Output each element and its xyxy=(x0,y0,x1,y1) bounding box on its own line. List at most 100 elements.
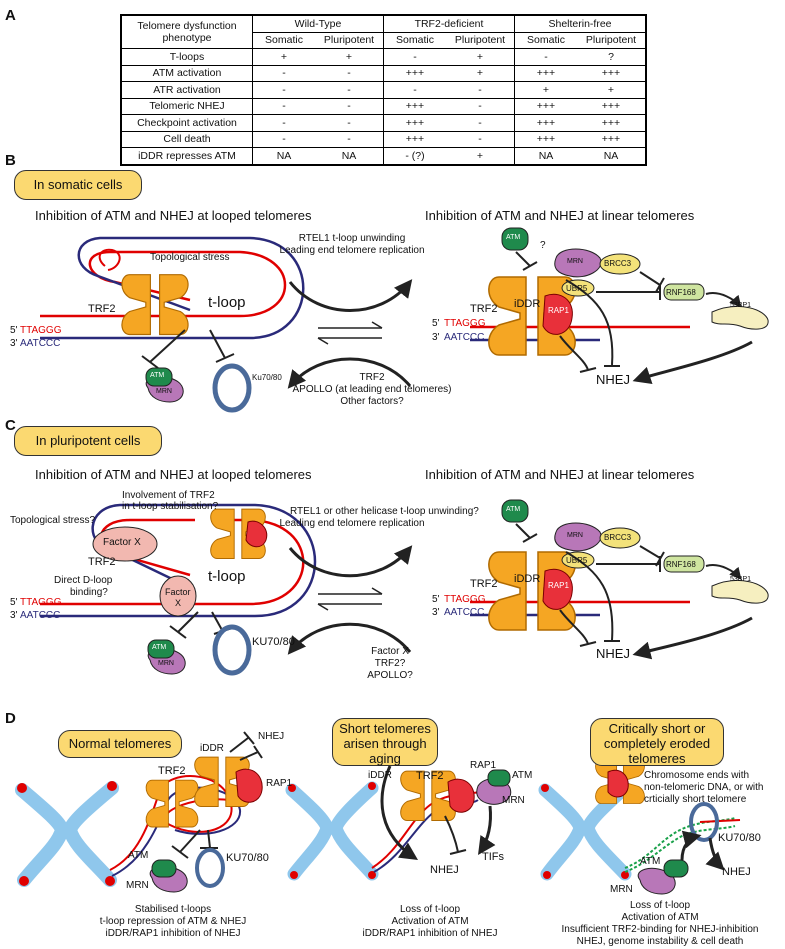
atm-label-c: ATM xyxy=(152,644,167,651)
row-label: Cell death xyxy=(120,130,253,148)
telomere-blue-strand xyxy=(40,236,305,340)
table-cell: +++ xyxy=(577,97,647,115)
table-cell: +++ xyxy=(514,97,577,115)
dloop-label-2: binding? xyxy=(70,587,108,598)
group-header: Wild-Type xyxy=(252,14,384,33)
table-cell: - xyxy=(383,48,446,65)
group-header: TRF2-deficient xyxy=(383,14,515,33)
trf2-label-d1: TRF2 xyxy=(158,765,186,777)
chromosome-ends-label: Chromosome ends with non-telomeric DNA, … xyxy=(644,770,763,806)
table-cell: - xyxy=(514,48,577,65)
row-label: ATR activation xyxy=(120,81,253,98)
table-cell: NA xyxy=(577,147,647,166)
table-cell: NA xyxy=(252,147,315,166)
table-cell: - xyxy=(252,114,315,131)
cap3-line3: Insufficient TRF2-binding for NHEJ-inhib… xyxy=(561,924,759,935)
nhej-label: NHEJ xyxy=(596,372,630,387)
nhej-label-d2: NHEJ xyxy=(430,864,459,876)
ku-label-d3: KU70/80 xyxy=(718,832,761,844)
table-cell: - xyxy=(252,97,315,115)
pill3-line3: telomeres xyxy=(628,751,686,766)
ubr5-label: UBR5 xyxy=(566,284,588,293)
pluripotent-cells-label: In pluripotent cells xyxy=(14,426,162,456)
table-cell: - xyxy=(252,64,315,82)
table-cell: + xyxy=(252,48,315,65)
table-cell: +++ xyxy=(514,64,577,82)
trf2-label-linear: TRF2 xyxy=(470,303,498,315)
telomere-red-strand xyxy=(40,250,287,318)
sub-header: Somatic xyxy=(383,32,446,49)
table-cell: - xyxy=(252,130,315,148)
table-cell: - xyxy=(315,97,384,115)
cap1-line3: iDDR/RAP1 inhibition of NHEJ xyxy=(105,928,241,939)
brcc3-label: BRCC3 xyxy=(604,259,632,268)
trf2-q-label: TRF2? xyxy=(374,658,406,669)
iddr-label-d2: iDDR xyxy=(368,770,392,781)
table-cell: + xyxy=(514,81,577,98)
looping-arrow xyxy=(287,357,412,389)
b-left-title: Inhibition of ATM and NHEJ at looped tel… xyxy=(35,208,312,223)
ubr5-label-c: UBR5 xyxy=(566,556,588,565)
pill2-line1: Short telomeres xyxy=(339,721,431,736)
ttaggg-label: TTAGGG xyxy=(20,325,62,336)
cap1-line1: Stabilised t-loops xyxy=(134,904,212,915)
involvement-label-2: in t-loop stabilisation? xyxy=(122,501,219,512)
row-label: T-loops xyxy=(120,48,253,65)
row-label: Telomeric NHEJ xyxy=(120,97,253,115)
factor-label: Factor xyxy=(165,587,191,597)
rap1-label: RAP1 xyxy=(548,306,569,315)
table-cell: + xyxy=(446,147,515,166)
atm-label-c-linear: ATM xyxy=(506,506,521,513)
iddr-label-c: iDDR xyxy=(514,573,541,585)
cap2-line3: iDDR/RAP1 inhibition of NHEJ xyxy=(362,928,498,939)
caption-short: Loss of t-loop Activation of ATM iDDR/RA… xyxy=(330,904,530,940)
rnf168-label: RNF168 xyxy=(666,288,696,297)
t-loop-label-c: t-loop xyxy=(208,568,246,585)
five-prime-label-c: 5' xyxy=(10,597,18,608)
mrn-label-d1: MRN xyxy=(126,880,149,891)
table-row: Telomeric NHEJ--+++-++++++ xyxy=(120,97,647,115)
brcc3-label-c: BRCC3 xyxy=(604,533,632,542)
chrom-line1: Chromosome ends with xyxy=(644,770,750,781)
involvement-label-1: Involvement of TRF2 xyxy=(122,490,215,501)
cap2-line2: Activation of ATM xyxy=(391,916,469,927)
aatccc-label: AATCCC xyxy=(20,338,61,349)
aatccc-label-c: AATCCC xyxy=(20,610,61,621)
nhej-label-c: NHEJ xyxy=(596,646,630,661)
table-cell: - xyxy=(315,81,384,98)
atm-label-d3: ATM xyxy=(640,856,661,867)
table-cell: +++ xyxy=(383,64,446,82)
table-cell: - xyxy=(446,97,515,115)
trf2-label: TRF2 xyxy=(88,303,116,315)
row-label: ATM activation xyxy=(120,64,253,82)
iddr-label-d1: iDDR xyxy=(200,743,224,754)
corner-line1: Telomere dysfunction xyxy=(137,20,237,32)
table-cell: + xyxy=(577,81,647,98)
table-cell: + xyxy=(315,48,384,65)
phenotype-table: Telomere dysfunction phenotype Wild-Type… xyxy=(120,14,647,166)
t-loop-label: t-loop xyxy=(208,294,246,311)
factor-x-letter: X xyxy=(175,598,182,608)
table-cell: - xyxy=(252,81,315,98)
mrn-label-c-linear: MRN xyxy=(567,532,583,539)
panel-label-a: A xyxy=(5,7,16,24)
table-cell: NA xyxy=(514,147,577,166)
chromosome-1 xyxy=(15,731,263,893)
atm-kinase xyxy=(145,367,173,387)
mrn-label-d3: MRN xyxy=(610,884,633,895)
ku-label: Ku70/80 xyxy=(252,373,282,382)
atm-label-d2: ATM xyxy=(512,770,533,781)
table-cell: - xyxy=(315,130,384,148)
table-row: T-loops++-+-? xyxy=(120,48,647,65)
rap1-label-c: RAP1 xyxy=(548,581,569,590)
table-cell: - xyxy=(446,114,515,131)
sub-header: Somatic xyxy=(252,32,315,49)
apollo-label: APOLLO (at leading end telomeres) xyxy=(292,384,452,395)
cap3-line1: Loss of t-loop xyxy=(629,900,691,911)
ttaggg-label-c: TTAGGG xyxy=(20,597,62,608)
factor-x-label: Factor X xyxy=(103,537,141,548)
critically-short-label: Critically short or completely eroded te… xyxy=(590,718,724,766)
five-prime-label-linear: 5' xyxy=(432,318,440,329)
chrom-line2: non-telomeric DNA, or with xyxy=(644,782,764,793)
three-prime-label-c-linear: 3' xyxy=(432,607,440,618)
